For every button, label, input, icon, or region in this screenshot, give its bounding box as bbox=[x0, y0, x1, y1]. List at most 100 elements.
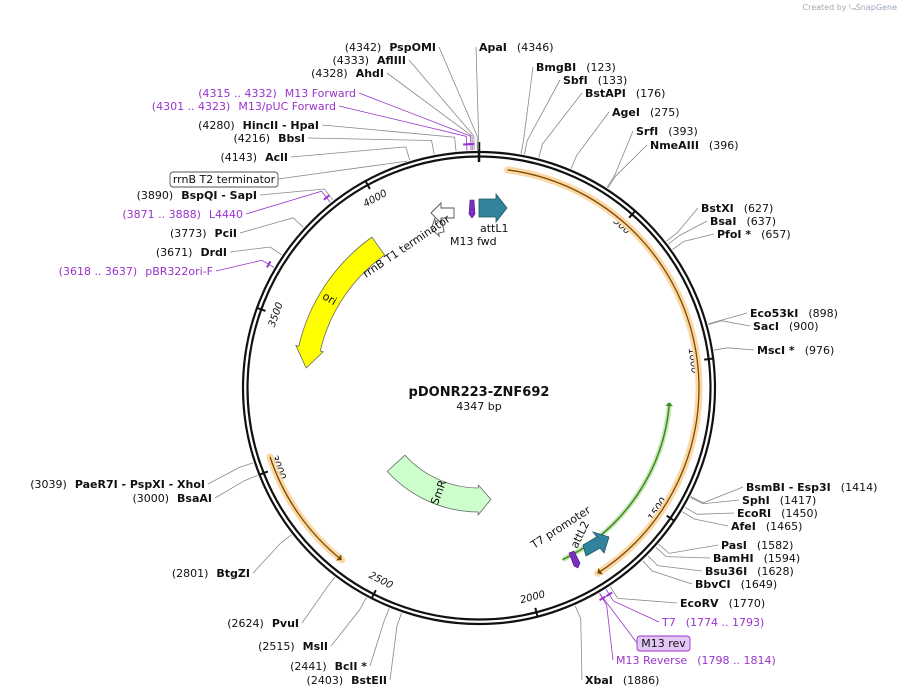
site-position: (3773) bbox=[170, 227, 207, 240]
site-position: (2403) bbox=[307, 674, 344, 687]
restriction-site-label[interactable]: BstXI(627) bbox=[701, 202, 773, 215]
feature-arrowhead bbox=[597, 567, 603, 575]
snapgene-watermark: Created by ⤿SnapGene bbox=[803, 3, 897, 13]
restriction-site-label[interactable]: XbaI(1886) bbox=[585, 674, 659, 687]
boxed-label-primer[interactable]: M13 rev bbox=[641, 637, 686, 650]
restriction-site-label[interactable]: (3000)BsaAI bbox=[132, 492, 212, 505]
primer-site-label[interactable]: (4315 .. 4332)M13 Forward bbox=[198, 87, 356, 100]
site-name: BstAPI bbox=[585, 87, 626, 100]
restriction-site-label[interactable]: (3773)PciI bbox=[170, 227, 237, 240]
restriction-site-label[interactable]: BstAPI(176) bbox=[585, 87, 665, 100]
site-name: ApaI bbox=[479, 41, 507, 54]
site-position: (1414) bbox=[841, 481, 878, 494]
restriction-site-label[interactable]: SacI(900) bbox=[753, 320, 819, 333]
site-leader-line bbox=[605, 589, 660, 623]
site-position: (4143) bbox=[221, 151, 258, 164]
site-leader-line bbox=[389, 612, 402, 681]
restriction-site-label[interactable]: EcoRI(1450) bbox=[737, 507, 818, 520]
site-leader-line bbox=[229, 246, 282, 256]
site-leader-line bbox=[475, 46, 480, 151]
primer-mark bbox=[605, 591, 613, 598]
site-leader-line bbox=[408, 59, 475, 151]
restriction-site-label[interactable]: EcoRV(1770) bbox=[680, 597, 765, 610]
site-name: BsaI bbox=[710, 215, 736, 228]
restriction-site-label[interactable]: BamHI(1594) bbox=[713, 552, 800, 565]
site-name: MslI bbox=[303, 640, 328, 653]
restriction-site-label[interactable]: (4328)AhdI bbox=[311, 67, 384, 80]
restriction-site-label[interactable]: AfeI(1465) bbox=[731, 520, 802, 533]
primer-site-label[interactable]: (3618 .. 3637)pBR322ori-F bbox=[59, 265, 213, 278]
tick-2500 bbox=[370, 589, 377, 600]
site-name: PvuI bbox=[272, 617, 299, 630]
restriction-sites: ApaI(4346) BmgBI(123)SbfI(133)BstAPI(176)… bbox=[30, 41, 877, 687]
restriction-site-label[interactable]: (2515)MslI bbox=[258, 640, 328, 653]
site-leader-line bbox=[520, 66, 534, 154]
restriction-site-label[interactable]: (4280)HincII - HpaI bbox=[198, 119, 319, 132]
restriction-site-label[interactable]: (2801)BtgZI bbox=[172, 567, 250, 580]
feature-ori bbox=[295, 236, 386, 369]
restriction-site-label[interactable]: (4216)BbsI bbox=[234, 132, 305, 145]
site-leader-line bbox=[207, 462, 254, 485]
site-position: (3871 .. 3888) bbox=[122, 208, 201, 221]
tick-label-2000: 2000 bbox=[519, 589, 546, 606]
site-position: (4333) bbox=[332, 54, 369, 67]
primer-site-label[interactable]: (4301 .. 4323)M13/pUC Forward bbox=[152, 100, 336, 113]
restriction-site-label[interactable]: (3671)DrdI bbox=[156, 246, 227, 259]
tick-500 bbox=[628, 209, 637, 219]
site-position: (1649) bbox=[741, 578, 778, 591]
restriction-site-label[interactable]: (4333)AflIII bbox=[332, 54, 406, 67]
boxed-label-frame bbox=[636, 635, 691, 652]
site-leader-line bbox=[666, 207, 699, 242]
feature-t7-promoter bbox=[568, 550, 581, 569]
restriction-site-label[interactable]: SrfI(393) bbox=[636, 125, 698, 138]
site-position: (2624) bbox=[227, 617, 264, 630]
site-name: PasI bbox=[721, 539, 747, 552]
restriction-site-label[interactable]: (3039)PaeR7I - PspXI - XhoI bbox=[30, 478, 205, 491]
restriction-site-label[interactable]: BsaI(637) bbox=[710, 215, 776, 228]
site-position: (123) bbox=[586, 61, 616, 74]
restriction-site-label[interactable]: BmgBI(123) bbox=[536, 61, 616, 74]
site-name: BstEII bbox=[351, 674, 387, 687]
primer-site-label[interactable]: M13 Reverse(1798 .. 1814) bbox=[616, 654, 776, 667]
site-position: (1770) bbox=[729, 597, 766, 610]
site-leader-line bbox=[358, 92, 472, 151]
site-leader-line bbox=[524, 79, 561, 155]
site-position: (898) bbox=[808, 307, 838, 320]
restriction-site-label[interactable]: (4342)PspOMI bbox=[345, 41, 436, 54]
restriction-site-label[interactable]: (4143)AclI bbox=[221, 151, 288, 164]
restriction-site-label[interactable]: AgeI (275) bbox=[612, 106, 680, 119]
restriction-site-label[interactable]: MscI *(976) bbox=[757, 344, 834, 357]
restriction-site-label[interactable]: SphI(1417) bbox=[742, 494, 816, 507]
restriction-site-label[interactable]: ApaI(4346) bbox=[479, 41, 553, 54]
primer-site-label[interactable]: (3871 .. 3888)L4440 bbox=[122, 208, 243, 221]
site-name: BbvCI bbox=[695, 578, 731, 591]
restriction-site-label[interactable]: SbfI(133) bbox=[563, 74, 627, 87]
site-leader-line bbox=[245, 190, 331, 215]
site-leader-line bbox=[708, 312, 748, 325]
site-leader-line bbox=[684, 506, 735, 515]
site-name: SacI bbox=[753, 320, 779, 333]
restriction-site-label[interactable]: BbvCI (1649) bbox=[695, 578, 777, 591]
primer-site-label[interactable]: T7(1774 .. 1793) bbox=[661, 616, 764, 629]
restriction-site-label[interactable]: NmeAIII(396) bbox=[650, 139, 739, 152]
restriction-site-label[interactable]: PfoI *(657) bbox=[717, 228, 791, 241]
restriction-site-label[interactable]: (2441)BclI * bbox=[290, 660, 367, 673]
site-name: M13 Forward bbox=[285, 87, 356, 100]
site-name: AgeI bbox=[612, 106, 640, 119]
restriction-site-label[interactable]: Bsu36I(1628) bbox=[705, 565, 794, 578]
restriction-site-label[interactable]: (2624) PvuI bbox=[227, 617, 299, 630]
primer-mark bbox=[599, 595, 607, 602]
site-position: (275) bbox=[650, 106, 680, 119]
restriction-site-label[interactable]: (2403) BstEII bbox=[307, 674, 387, 687]
site-name: PaeR7I - PspXI - XhoI bbox=[75, 478, 205, 491]
site-position: (2801) bbox=[172, 567, 209, 580]
restriction-site-label[interactable]: Eco53kI(898) bbox=[750, 307, 838, 320]
plasmid-name: pDONR223-ZNF692 bbox=[409, 385, 550, 400]
site-leader-line bbox=[538, 92, 583, 158]
restriction-site-label[interactable]: BsmBI - Esp3I(1414) bbox=[746, 481, 877, 494]
restriction-site-label[interactable]: (3890)BspQI - SapI bbox=[137, 189, 257, 202]
restriction-site-label[interactable]: PasI(1582) bbox=[721, 539, 793, 552]
site-name: BstXI bbox=[701, 202, 734, 215]
boxed-label-feature[interactable]: rrnB T2 terminator bbox=[173, 173, 276, 186]
